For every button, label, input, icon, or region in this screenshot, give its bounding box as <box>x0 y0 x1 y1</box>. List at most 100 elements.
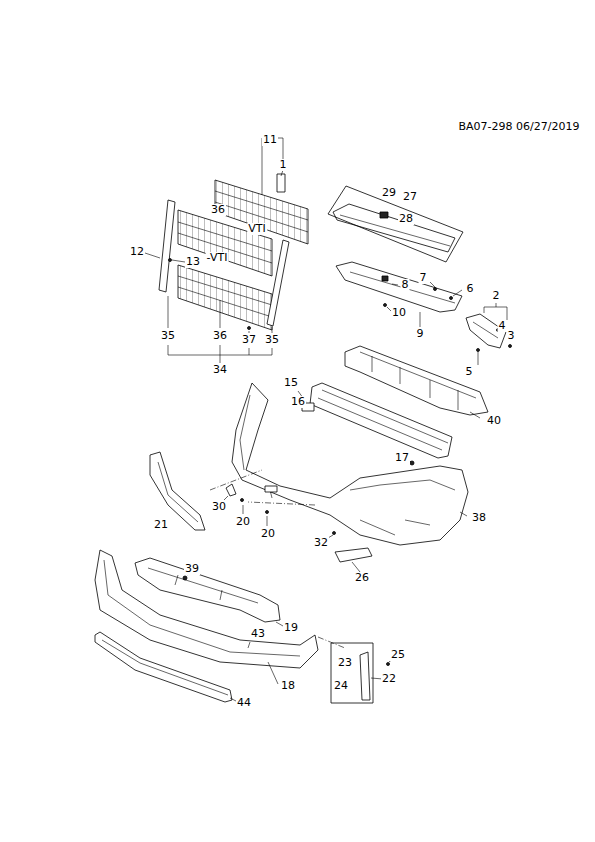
lower-bracket-19 <box>183 576 187 580</box>
callout-number: 29 <box>381 187 397 199</box>
lower-bracket-19 <box>148 568 258 603</box>
part-22-25 <box>387 663 390 666</box>
bracket-2 <box>484 307 507 320</box>
side-brackets <box>168 296 169 328</box>
group-frame: 29 27 28 <box>326 184 466 264</box>
callout-number: 32 <box>313 537 329 549</box>
absorber-40 <box>360 352 476 410</box>
callout-number: 4 <box>498 320 507 332</box>
callout-number: 26 <box>354 572 370 584</box>
beam-15 <box>318 390 448 450</box>
side-brackets <box>220 345 221 363</box>
bracket-9 <box>453 290 462 296</box>
callout-number: 43 <box>250 628 266 640</box>
callout-number: 5 <box>465 366 474 378</box>
callout-number: 38 <box>471 512 487 524</box>
group-outline <box>331 643 373 703</box>
fascia-38 <box>210 383 468 545</box>
bracket-9 <box>382 276 388 281</box>
lower-bracket-19 <box>276 622 283 626</box>
beam-15 <box>310 383 452 458</box>
fascia-38 <box>232 383 468 545</box>
skid-44 <box>102 640 228 695</box>
fascia-38 <box>241 499 244 502</box>
skid-44 <box>95 632 232 702</box>
middle-grille <box>178 210 272 276</box>
callout-number: 28 <box>398 213 414 225</box>
lower-grille <box>178 287 272 317</box>
bracket-21 <box>150 452 236 530</box>
bracket-9 <box>450 297 453 300</box>
callout-number: 25 <box>390 649 406 661</box>
callout-number: 1 <box>279 159 288 171</box>
callout-number: 27 <box>402 191 418 203</box>
callout-number: 37 <box>241 334 257 346</box>
fascia-38 <box>333 532 336 535</box>
callout-number: 6 <box>466 283 475 295</box>
side-brackets <box>172 260 185 262</box>
bracket-9 <box>430 282 435 287</box>
upper-bracket-27 <box>380 212 388 218</box>
lower-grille <box>178 265 272 330</box>
side-brackets <box>220 300 221 328</box>
callout-number: 23 <box>337 657 353 669</box>
bracket-9 <box>434 288 437 291</box>
bracket-9 <box>336 262 462 327</box>
callout-number: 22 <box>381 673 397 685</box>
side-brackets <box>272 327 273 333</box>
bracket-21 <box>226 484 236 496</box>
lower-grille <box>178 265 272 330</box>
bracket-2 <box>496 303 497 307</box>
side-brackets <box>267 240 289 326</box>
upper-grille <box>215 191 308 220</box>
bracket-9 <box>420 312 421 327</box>
absorber-40 <box>470 412 480 418</box>
callout-number: 36 <box>212 330 228 342</box>
side-brackets <box>169 259 172 262</box>
side-brackets <box>249 331 250 333</box>
group-outline <box>328 186 463 262</box>
callout-number: 19 <box>283 622 299 634</box>
callout-number: 12 <box>129 246 145 258</box>
bracket-9 <box>384 304 387 307</box>
callout-number: VTI <box>247 223 267 235</box>
callout-number: 8 <box>401 279 410 291</box>
lower-grille <box>178 276 272 305</box>
callout-number: 7 <box>419 272 428 284</box>
callout-number: 39 <box>184 563 200 575</box>
callout-number: 15 <box>283 377 299 389</box>
callout-number: 9 <box>416 328 425 340</box>
callout-number: 34 <box>212 364 228 376</box>
callout-number: 18 <box>280 680 296 692</box>
skid-44 <box>95 632 236 702</box>
callout-number: 24 <box>333 680 349 692</box>
bracket-2 <box>478 352 479 365</box>
middle-grille <box>178 210 272 276</box>
fascia-38 <box>243 505 244 514</box>
callout-number: 35 <box>264 334 280 346</box>
fascia-38 <box>265 486 277 492</box>
callout-number: 2 <box>492 290 501 302</box>
strip-26 <box>352 562 360 572</box>
fascia-38 <box>210 470 262 490</box>
drawing-code: BA07-298 06/27/2019 <box>458 121 581 133</box>
fascia-38 <box>266 511 269 514</box>
callout-number: 16 <box>290 396 306 408</box>
bracket-2 <box>466 314 506 348</box>
callout-number: 40 <box>486 415 502 427</box>
strip-26 <box>335 548 372 562</box>
callout-number: 17 <box>394 452 410 464</box>
callout-number: 20 <box>260 528 276 540</box>
callout-number: 35 <box>160 330 176 342</box>
callout-number: 10 <box>391 307 407 319</box>
upper-bracket-27 <box>333 204 455 252</box>
upper-grille <box>262 145 263 195</box>
fascia-38 <box>240 395 455 535</box>
bracket-2 <box>477 349 480 352</box>
fascia-38 <box>248 502 315 505</box>
callout-number: 21 <box>153 519 169 531</box>
group-outline <box>331 643 373 703</box>
bracket-9 <box>392 284 398 285</box>
callout-number: -VTI <box>206 252 229 264</box>
callout-number: 3 <box>507 330 516 342</box>
